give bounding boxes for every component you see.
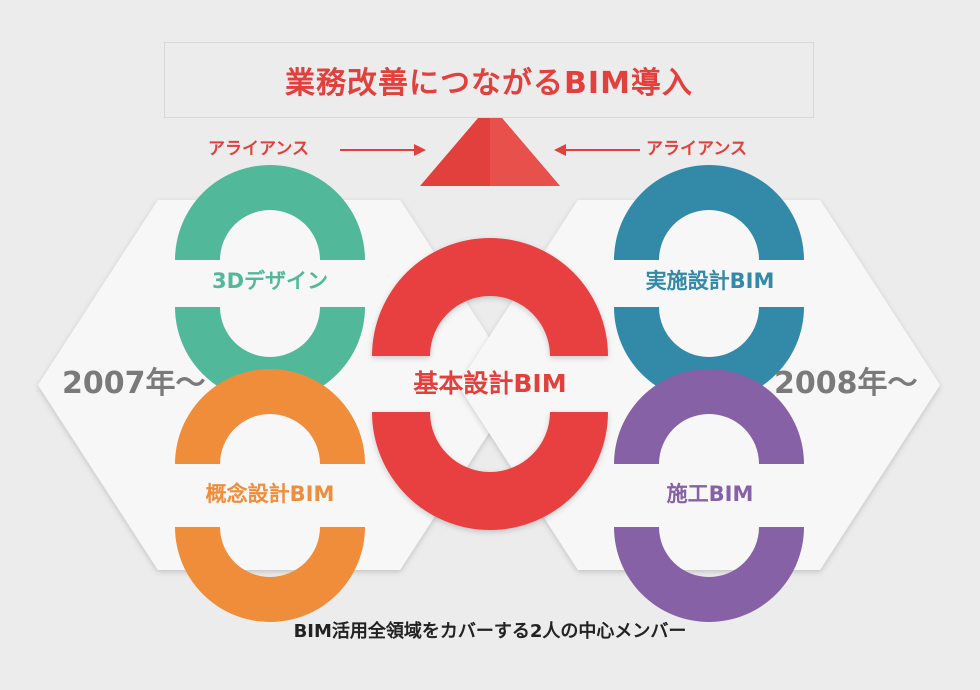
ring-construction-label: 施工BIM: [666, 482, 754, 506]
alliance-left-label: アライアンス: [208, 139, 309, 159]
ring-construction: [614, 369, 804, 622]
ring-concept-design: [175, 369, 365, 622]
ring-concept-design-label: 概念設計BIM: [205, 482, 335, 506]
ring-3d-design-label: 3Dデザイン: [211, 269, 329, 293]
title-banner: 業務改善につながるBIM導入: [164, 42, 814, 118]
ring-execution-design: [614, 165, 804, 402]
year-left: 2007年～: [62, 366, 206, 401]
ring-3d-design: [175, 165, 365, 402]
ring-execution-design-label: 実施設計BIM: [645, 269, 775, 293]
caption: BIM活用全領域をカバーする2人の中心メンバー: [293, 621, 687, 642]
year-right: 2008年～: [774, 366, 918, 401]
apex-triangle-highlight: [490, 104, 560, 186]
alliance-right-label: アライアンス: [646, 139, 747, 159]
arrow-right-icon: [340, 144, 426, 156]
page-title: 業務改善につながるBIM導入: [285, 66, 693, 101]
ring-basic-design-label: 基本設計BIM: [413, 369, 567, 398]
arrow-left-icon: [554, 144, 640, 156]
ring-basic-design: [372, 238, 608, 530]
